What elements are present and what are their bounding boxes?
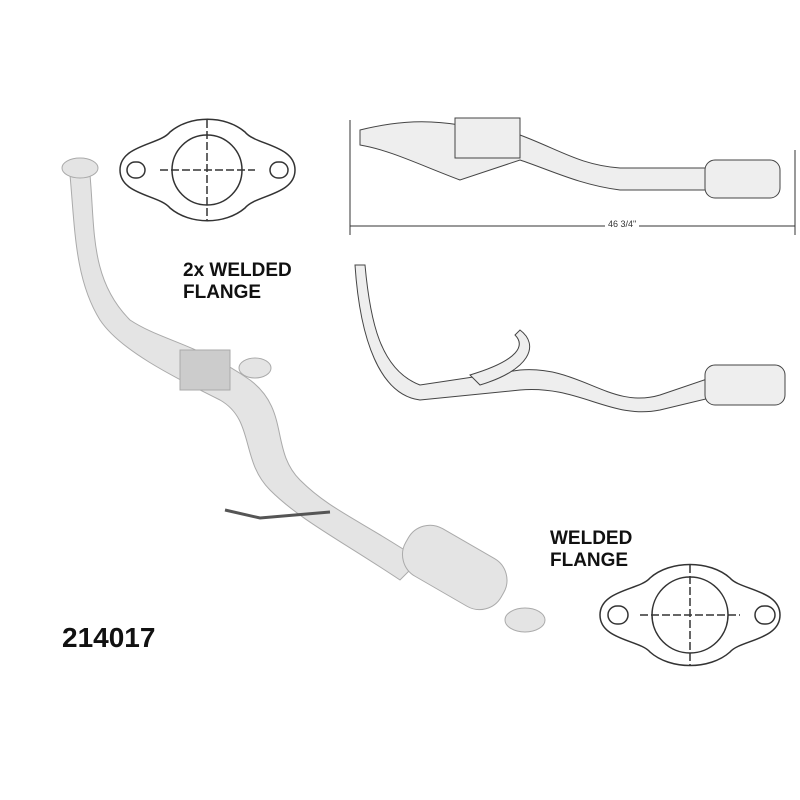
top-flange-label: 2x WELDED FLANGE bbox=[183, 260, 292, 303]
overall-length-dimension: 46 3/4" bbox=[605, 219, 640, 229]
flange-drawing-bottom bbox=[599, 563, 781, 667]
dimension-line bbox=[349, 120, 796, 235]
flange-drawing-top bbox=[119, 118, 296, 222]
exhaust-side-view-bottom bbox=[354, 264, 786, 413]
exhaust-pipe-main bbox=[61, 157, 546, 633]
part-number: 214017 bbox=[62, 622, 156, 653]
hanger-bracket bbox=[224, 508, 331, 520]
exhaust-side-view-top bbox=[359, 117, 781, 199]
bottom-flange-label: WELDED FLANGE bbox=[550, 528, 633, 571]
